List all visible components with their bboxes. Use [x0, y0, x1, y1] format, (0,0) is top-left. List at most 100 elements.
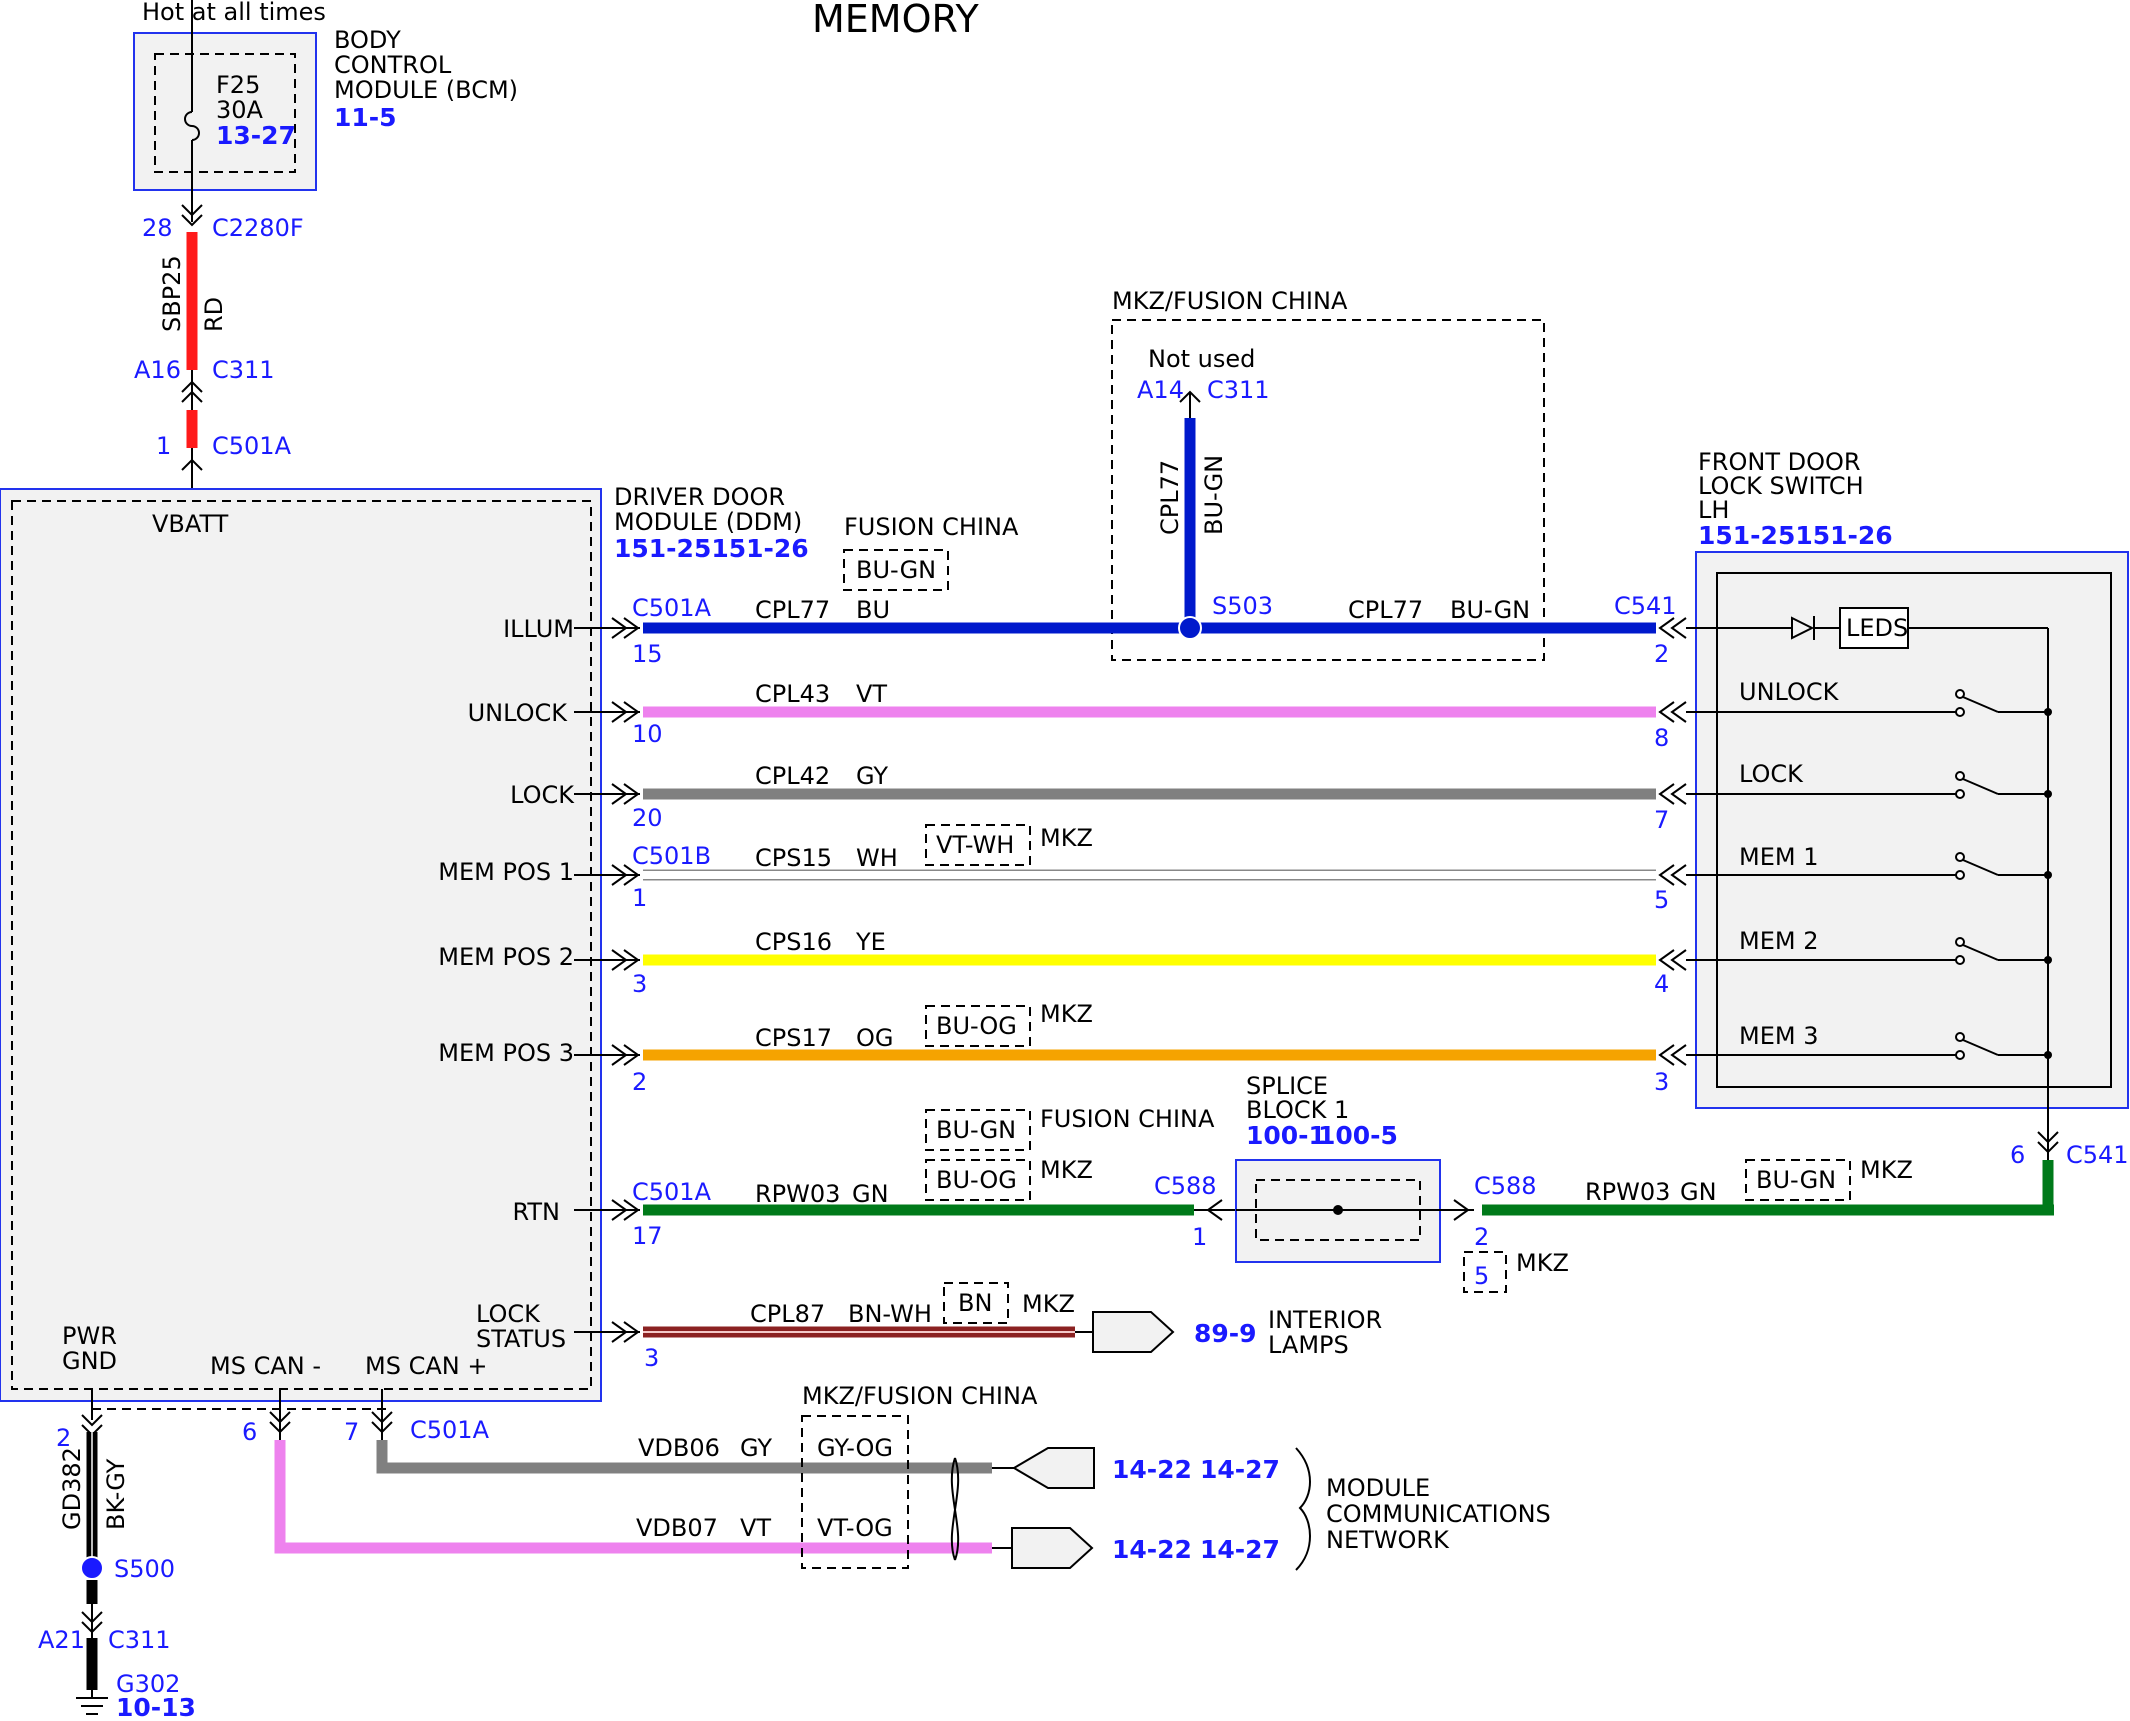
can-ref-1b-link[interactable]: 14-27 — [1200, 1455, 1280, 1484]
fuse-id: F25 — [216, 71, 260, 99]
wire-group-mem-pos-3: CPS17 OG BU-OG MKZ 2 3 — [632, 1000, 1669, 1096]
illum-color-right: BU-GN — [1450, 596, 1530, 624]
ddm-pin-ms-can-plus: MS CAN + — [365, 1352, 487, 1380]
c311-pin: A16 — [134, 356, 181, 384]
switch-label-mem-3: MEM 3 — [1739, 1022, 1818, 1050]
bcm-fuse-box — [154, 53, 296, 173]
lock-status-color: BN-WH — [848, 1300, 932, 1328]
interior-lamps-ref-link[interactable]: 89-9 — [1194, 1319, 1257, 1348]
switch-connector-arrows — [1658, 617, 1687, 1066]
wire-vdb07 — [274, 1440, 992, 1554]
switch-row-mem-3: MEM 3 — [1686, 1022, 2052, 1060]
wire-cps15-color: WH — [856, 844, 898, 872]
c588-mkz-pin-box — [1463, 1251, 1507, 1293]
ground-pin: 2 — [56, 1424, 71, 1452]
illum-color: BU — [856, 596, 890, 624]
splice-block-ref-2[interactable]: 100-5 — [1318, 1121, 1398, 1150]
can-connector-label: C501A — [410, 1416, 490, 1444]
rtn-alt2: BU-OG — [936, 1166, 1017, 1194]
interior-lamps-line-1: INTERIOR — [1268, 1306, 1382, 1334]
ground-color: BK-GY — [102, 1458, 130, 1530]
illum-pin-left: 15 — [632, 640, 663, 668]
rtn-pin-left: 17 — [632, 1222, 663, 1250]
ground-circuit: GD382 — [58, 1447, 86, 1530]
network-line-2: COMMUNICATIONS — [1326, 1500, 1551, 1528]
ground-id: G302 — [116, 1670, 180, 1698]
c2280f-connector-label: C2280F — [212, 214, 304, 242]
splice-s500-label: S500 — [114, 1555, 175, 1583]
lock-status-mkz: MKZ — [1022, 1290, 1075, 1318]
ground-c311-connector-label: C311 — [108, 1626, 171, 1654]
ddm-name-line-1: DRIVER DOOR — [614, 483, 785, 511]
ddm-pin-rtn: RTN — [512, 1198, 560, 1226]
twisted-pair-icon — [950, 1457, 960, 1561]
can-variant-label: MKZ/FUSION CHINA — [802, 1382, 1038, 1410]
rtn-alt-right-box — [1745, 1159, 1851, 1201]
switch-label-mem-1: MEM 1 — [1739, 843, 1818, 871]
rtn-alt1-box — [925, 1109, 1031, 1151]
wire-cpl42-color: GY — [856, 762, 888, 790]
wire-cps15-mkz: MKZ — [1040, 824, 1093, 852]
rtn-color: GN — [852, 1180, 889, 1208]
vdb06-circuit: VDB06 — [638, 1434, 720, 1462]
c588-right-pin: 2 — [1474, 1223, 1489, 1251]
ddm-ref-link[interactable]: 151-25151-26 — [614, 534, 809, 563]
illum-branch-variant-label: MKZ/FUSION CHINA — [1112, 287, 1348, 315]
c588-right-connector-icon — [1453, 1199, 1470, 1221]
sbp25-circuit-label: SBP25 — [158, 255, 186, 332]
switch-row-mem-1: MEM 1 — [1686, 843, 2052, 880]
switch-inner-box — [1716, 572, 2112, 1088]
wire-cpl42-pin-right: 7 — [1654, 806, 1669, 834]
switch-name-line-2: LOCK SWITCH — [1698, 472, 1864, 500]
wire-cps17-mkz: MKZ — [1040, 1000, 1093, 1028]
rtn-conn-left: C501A — [632, 1178, 712, 1206]
ddm-pin-illum: ILLUM — [503, 615, 574, 643]
c311-connector-label: C311 — [212, 356, 275, 384]
ddm-pin-pwr: PWR — [62, 1322, 117, 1350]
ddm-inner-box — [11, 500, 592, 1390]
splice-block-ref-1[interactable]: 100-1 — [1246, 1121, 1326, 1150]
lock-status-alt-box — [943, 1282, 1009, 1324]
c588-mkz-label: MKZ — [1516, 1249, 1569, 1277]
fuse-ref-link[interactable]: 13-27 — [216, 121, 296, 150]
bcm-name-line-3: MODULE (BCM) — [334, 76, 518, 104]
switch-ref-link[interactable]: 151-25151-26 — [1698, 521, 1893, 550]
rtn-fusion-china-label: FUSION CHINA — [1040, 1105, 1215, 1133]
switch-box — [1695, 551, 2129, 1109]
can-ref-2b-link[interactable]: 14-27 — [1200, 1535, 1280, 1564]
illum-circuit-right: CPL77 — [1348, 596, 1423, 624]
rtn-alt-right-mkz: MKZ — [1860, 1156, 1913, 1184]
c2280f-connector-icon — [181, 204, 203, 227]
switch-name-line-1: FRONT DOOR — [1698, 448, 1861, 476]
splice-s503-label: S503 — [1212, 592, 1273, 620]
ddm-pin-ms-can-minus: MS CAN - — [210, 1352, 321, 1380]
c588-left-pin: 1 — [1192, 1223, 1207, 1251]
switch-row-unlock: UNLOCK — [1686, 678, 2052, 717]
can-ref-1a-link[interactable]: 14-22 — [1112, 1455, 1192, 1484]
illum-conn-right: C541 — [1614, 592, 1677, 620]
c588-right-connector-label: C588 — [1474, 1172, 1537, 1200]
splice-block-line-1: SPLICE — [1246, 1072, 1328, 1100]
network-line-3: NETWORK — [1326, 1526, 1450, 1554]
switch-label-mem-2: MEM 2 — [1739, 927, 1818, 955]
ground-ref-link[interactable]: 10-13 — [116, 1693, 196, 1721]
wire-cpl43-circuit: CPL43 — [755, 680, 830, 708]
diagram-title: MEMORY — [812, 0, 979, 41]
vdb07-color: VT — [740, 1514, 771, 1542]
vbatt-label: VBATT — [152, 510, 229, 538]
sbp25-color-label: RD — [200, 297, 228, 332]
splice-s503-icon — [1178, 616, 1202, 640]
can-arrow-2-icon — [1011, 1527, 1094, 1569]
rtn-alt-right: BU-GN — [1756, 1166, 1836, 1194]
ddm-pin-mem-pos-2: MEM POS 2 — [438, 943, 574, 971]
ddm-pin-lock-status-1: LOCK — [476, 1300, 541, 1328]
interior-lamps-line-2: LAMPS — [1268, 1331, 1349, 1359]
wire-cps15-pin-left: 1 — [632, 884, 647, 912]
bcm-ref-link[interactable]: 11-5 — [334, 103, 397, 132]
rtn-alt2-box — [925, 1159, 1031, 1201]
splice-s500-icon — [80, 1556, 104, 1580]
bcm-name-line-1: BODY — [334, 26, 401, 54]
wire-group-mem-pos-2: CPS16 YE 3 4 — [632, 928, 1669, 998]
can-ref-2a-link[interactable]: 14-22 — [1112, 1535, 1192, 1564]
